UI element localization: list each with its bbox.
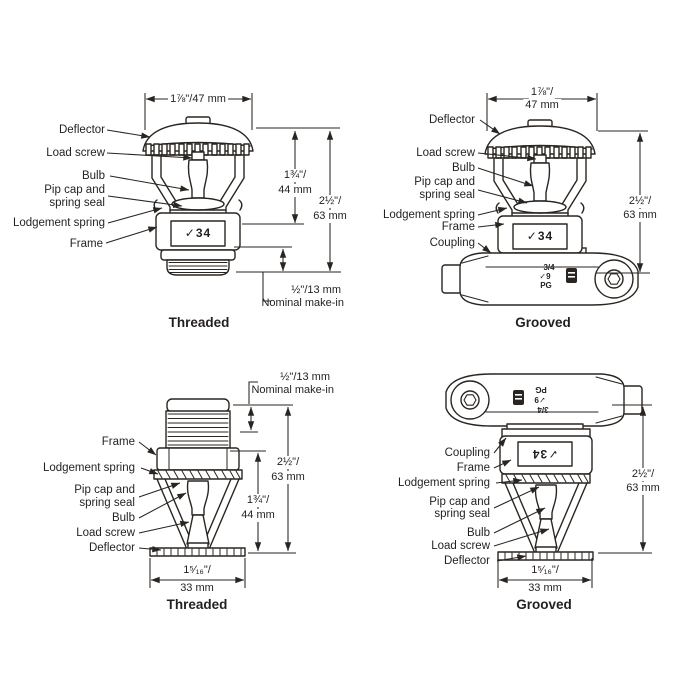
label-coupling: Coupling (429, 237, 475, 249)
label-deflector: Deflector (443, 555, 490, 567)
label-frame: Frame (456, 462, 490, 474)
dim-width-line2: 47 mm (523, 99, 561, 112)
thread-lines (167, 413, 229, 446)
label-lodgement-spring: Lodgement spring (42, 462, 135, 474)
dim-makein-line1: ½"/13 mm (280, 371, 330, 383)
label-deflector: Deflector (88, 542, 135, 554)
caption-grooved-upright: Grooved (515, 315, 571, 330)
dim-overall-line2: 63 mm (269, 471, 307, 484)
caption-threaded-upright: Threaded (168, 315, 230, 330)
dim-makein-line2: Nominal make-in (251, 384, 334, 396)
label-pip-cap-line1: Pip cap and (429, 496, 490, 508)
ul-listing-stamp-icon (513, 390, 524, 405)
dim-width: 1⅞"/47 mm (168, 93, 228, 106)
pendent-threaded-drawing (138, 381, 296, 588)
label-load-screw: Load screw (76, 527, 135, 539)
threaded-shank-shape (165, 410, 231, 449)
label-pip-cap-line2: spring seal (79, 497, 135, 509)
label-pip-cap-line1: Pip cap and (414, 176, 475, 188)
leader-lines (105, 129, 193, 244)
label-deflector: Deflector (58, 124, 105, 136)
label-bulb: Bulb (111, 512, 135, 524)
dim-width-line2: 33 mm (180, 582, 214, 594)
label-lodgement-spring: Lodgement spring (12, 217, 105, 229)
label-bulb: Bulb (466, 527, 490, 539)
wrench-flats-shape (160, 249, 236, 261)
label-pip-cap-line2: spring seal (49, 197, 105, 209)
label-frame: Frame (101, 436, 135, 448)
dim-width-line1: 1⅞"/ (528, 86, 556, 99)
coupling-marking-line2: ✓9 (539, 272, 551, 281)
coupling-marking-line3-rotated: PG (535, 385, 547, 394)
ul-listing-stamp-icon (566, 268, 577, 283)
dim-frame-deflector-line1: 1¾"/ (244, 494, 272, 507)
dim-width-line2: 33 mm (528, 582, 562, 594)
dim-overall-line1: 2½"/ (316, 195, 344, 208)
shank-cap-shape (166, 398, 230, 413)
leader-lines (477, 119, 537, 254)
dim-overall-line2: 63 mm (311, 210, 349, 223)
label-coupling: Coupling (444, 447, 490, 459)
dim-overall-line2: 63 mm (621, 209, 659, 222)
dim-width-line1: 1⁵⁄₁₆"/ (531, 564, 559, 576)
caption-threaded-pendent: Threaded (166, 597, 228, 612)
dim-width-line1: 1⁵⁄₁₆"/ (183, 564, 211, 576)
label-frame: Frame (441, 221, 475, 233)
label-pip-cap-line1: Pip cap and (74, 484, 135, 496)
coupling-marking-line2-rotated: ✓9 (534, 395, 546, 404)
leader-lines (493, 437, 550, 562)
dim-makein-line1: ½"/13 mm (291, 284, 341, 296)
label-lodgement-spring: Lodgement spring (382, 209, 475, 221)
thread-lines (168, 262, 228, 273)
dim-overall-line1: 2½"/ (274, 456, 302, 469)
frame-marking-box (517, 441, 573, 467)
leader-lines (138, 441, 190, 553)
label-frame: Frame (69, 238, 103, 250)
label-pip-cap-line2: spring seal (434, 508, 490, 520)
upright-grooved-drawing (441, 93, 650, 306)
dim-makein-line2: Nominal make-in (261, 297, 344, 309)
label-load-screw: Load screw (46, 147, 105, 159)
dim-overall-line1: 2½"/ (626, 195, 654, 208)
coupling-marking-line1-rotated: 3/4 (537, 405, 549, 414)
label-pip-cap-line1: Pip cap and (44, 184, 105, 196)
frame-marking: ✓34 (526, 229, 554, 243)
threaded-shank-shape (166, 259, 230, 276)
frame-facet-lines (168, 447, 228, 471)
dim-overall-line2: 63 mm (624, 482, 662, 495)
label-bulb: Bulb (81, 170, 105, 182)
frame-marking: ✓34 (184, 226, 212, 240)
dim-deflector-height-line2: 44 mm (276, 184, 314, 197)
dim-overall-line1: 2½"/ (629, 468, 657, 481)
label-load-screw: Load screw (416, 147, 475, 159)
coupling-marking-line1: 3/4 (543, 263, 555, 272)
label-deflector: Deflector (428, 114, 475, 126)
dim-deflector-height-line1: 1¾"/ (281, 169, 309, 182)
coupling-marking-line3: PG (540, 281, 552, 290)
dim-frame-deflector-line2: 44 mm (239, 509, 277, 522)
frame-marking-rotated: ✓34 (531, 447, 559, 461)
label-lodgement-spring: Lodgement spring (397, 477, 490, 489)
label-bulb: Bulb (451, 162, 475, 174)
label-load-screw: Load screw (431, 540, 490, 552)
label-pip-cap-line2: spring seal (419, 189, 475, 201)
upright-threaded-drawing (105, 93, 341, 302)
caption-grooved-pendent: Grooved (516, 597, 572, 612)
